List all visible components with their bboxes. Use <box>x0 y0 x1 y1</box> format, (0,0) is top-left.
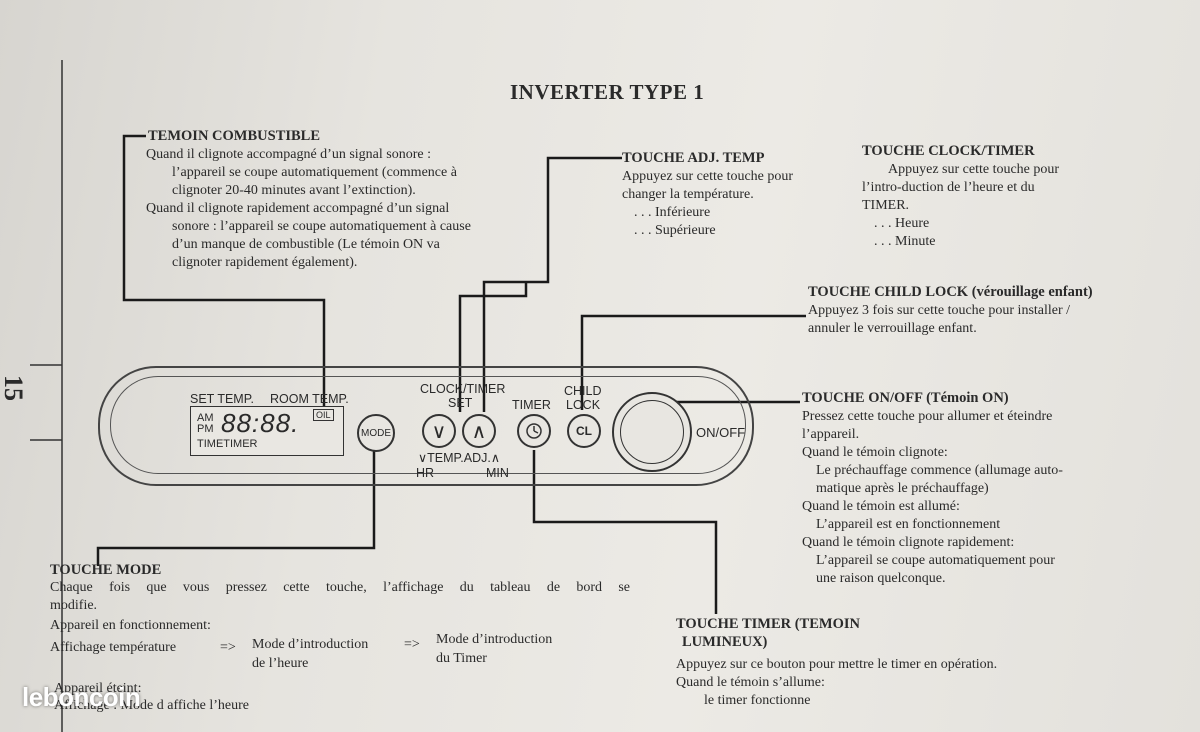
lock-label: LOCK <box>566 398 601 412</box>
lcd-display: AM PM 88:88. OIL TIMETIMER <box>190 406 344 456</box>
temp-up-button[interactable]: ∧ <box>462 414 496 448</box>
lcd-digits: 88:88. <box>221 408 300 438</box>
clock-timer-line: l’intro-duction de l’heure et du <box>862 180 1035 195</box>
combustible-line: clignoter 20-40 minutes avant l’extincti… <box>172 183 416 198</box>
on-off-line: Quand le témoin est allumé: <box>802 499 960 514</box>
combustible-text: Quand il clignote accompagné d’un signal… <box>146 146 532 272</box>
clock-timer-line: TIMER. <box>862 198 910 213</box>
mode-flow-label: Affichage température <box>50 640 177 655</box>
child-lock-button[interactable]: CL <box>567 414 601 448</box>
room-temp-label: ROOM TEMP. <box>270 392 349 406</box>
on-off-line: l’appareil. <box>802 427 860 442</box>
combustible-line: d’un manque de combustible (Le témoin ON… <box>172 237 440 252</box>
mode-line: modifie. <box>50 598 98 613</box>
adj-temp-item: . . . Inférieure <box>634 205 711 220</box>
clock-timer-line: Appuyez sur cette touche pour <box>888 162 1060 177</box>
page-number: 15 <box>0 375 28 401</box>
child-lock-text: Appuyez 3 fois sur cette touche pour ins… <box>808 302 1138 338</box>
child-lock-heading: TOUCHE CHILD LOCK (vérouillage enfant) <box>808 284 1093 300</box>
on-off-button[interactable] <box>612 392 692 472</box>
mode-line: Appareil éteint: <box>54 681 142 696</box>
adj-temp-heading: TOUCHE ADJ. TEMP <box>622 150 765 166</box>
adj-temp-line: changer la température. <box>622 187 754 202</box>
oil-indicator: OIL <box>313 409 334 421</box>
clock-timer-heading: TOUCHE CLOCK/TIMER <box>862 143 1035 159</box>
on-off-button-ring <box>620 400 684 464</box>
flow-step1b: de l’heure <box>252 656 309 671</box>
on-off-line: Pressez cette touche pour allumer et éte… <box>802 409 1053 424</box>
chevron-down-icon: ∨ <box>431 420 447 443</box>
clock-timer-item: . . . Minute <box>874 234 936 249</box>
on-off-line: L’appareil se coupe automatiquement pour <box>816 553 1055 568</box>
leboncoin-watermark: leboncoin <box>22 682 141 712</box>
set-label: SET <box>448 396 473 410</box>
combustible-line: sonore : l’appareil se coupe automatique… <box>172 219 471 234</box>
on-off-label: ON/OFF <box>696 425 746 440</box>
on-off-line: Le préchauffage commence (allumage auto- <box>816 463 1063 478</box>
flow-step2b: du Timer <box>436 651 487 666</box>
clock-timer-text: Appuyez sur cette touche pour l’intro-du… <box>862 161 1102 251</box>
temp-adj-label: ∨TEMP.ADJ.∧ <box>418 451 500 465</box>
mode-button[interactable]: MODE <box>357 414 395 452</box>
timer-label: TIMER <box>512 398 551 412</box>
timetimer-label: TIMETIMER <box>197 438 258 450</box>
timer-line: Appuyez sur ce bouton pour mettre le tim… <box>676 657 998 672</box>
adj-temp-line: Appuyez sur cette touche pour <box>622 169 794 184</box>
clock-timer-item: . . . Heure <box>874 216 930 231</box>
on-off-line: une raison quelconque. <box>816 571 946 586</box>
on-off-line: Quand le témoin clignote rapidement: <box>802 535 1015 550</box>
flow-arrow: => <box>404 637 420 652</box>
am-label: AM <box>197 412 214 424</box>
control-panel-inner <box>110 376 746 474</box>
clock-timer-label: CLOCK/TIMER <box>420 382 506 396</box>
timer-heading-2: LUMINEUX) <box>682 634 768 650</box>
child-label: CHILD <box>564 384 602 398</box>
timer-button[interactable] <box>517 414 551 448</box>
adj-temp-item: . . . Supérieure <box>634 223 716 238</box>
flow-step1a: Mode d’introduction <box>252 637 369 652</box>
timer-heading: TOUCHE TIMER (TEMOIN <box>676 616 860 632</box>
timer-line: le timer fonctionne <box>704 693 811 708</box>
child-lock-line: Appuyez 3 fois sur cette touche pour ins… <box>808 303 1071 318</box>
chevron-up-icon: ∧ <box>471 420 487 443</box>
on-off-line: matique après le préchauffage) <box>816 481 989 496</box>
mode-text: Chaque fois que vous pressez cette touch… <box>50 579 630 635</box>
mode-heading: TOUCHE MODE <box>50 562 162 578</box>
combustible-line: Quand il clignote accompagné d’un signal… <box>146 147 431 162</box>
clock-icon <box>526 423 542 439</box>
on-off-text: Pressez cette touche pour allumer et éte… <box>802 408 1120 588</box>
adj-temp-text: Appuyez sur cette touche pour changer la… <box>622 168 832 240</box>
page-title: INVERTER TYPE 1 <box>510 80 705 104</box>
mode-line: Chaque fois que vous pressez cette touch… <box>50 580 630 595</box>
on-off-line: L’appareil est en fonctionnement <box>816 517 1001 532</box>
mode-line: Affichage : Mode d affiche l’heure <box>54 698 250 713</box>
timer-line: Quand le témoin s’allume: <box>676 675 825 690</box>
on-off-line: Quand le témoin clignote: <box>802 445 948 460</box>
control-panel-outline <box>98 366 754 486</box>
child-lock-line: annuler le verrouillage enfant. <box>808 321 977 336</box>
hr-label: HR <box>416 466 435 480</box>
pm-label: PM <box>197 423 214 435</box>
flow-step2a: Mode d’introduction <box>436 632 553 647</box>
combustible-line: clignoter rapidement également). <box>172 255 358 270</box>
flow-arrow: => <box>220 640 236 655</box>
combustible-line: l’appareil se coupe automatiquement (com… <box>172 165 457 180</box>
set-temp-label: SET TEMP. <box>190 392 254 406</box>
on-off-heading: TOUCHE ON/OFF (Témoin ON) <box>802 390 1009 406</box>
combustible-heading: TEMOIN COMBUSTIBLE <box>148 128 321 144</box>
timer-text: Appuyez sur ce bouton pour mettre le tim… <box>676 656 1076 710</box>
temp-down-button[interactable]: ∨ <box>422 414 456 448</box>
mode-line: Appareil en fonctionnement: <box>50 618 211 633</box>
mode-button-label: MODE <box>361 427 391 439</box>
child-lock-glyph: CL <box>576 424 592 438</box>
combustible-line: Quand il clignote rapidement accompagné … <box>146 201 450 216</box>
min-label: MIN <box>486 466 509 480</box>
